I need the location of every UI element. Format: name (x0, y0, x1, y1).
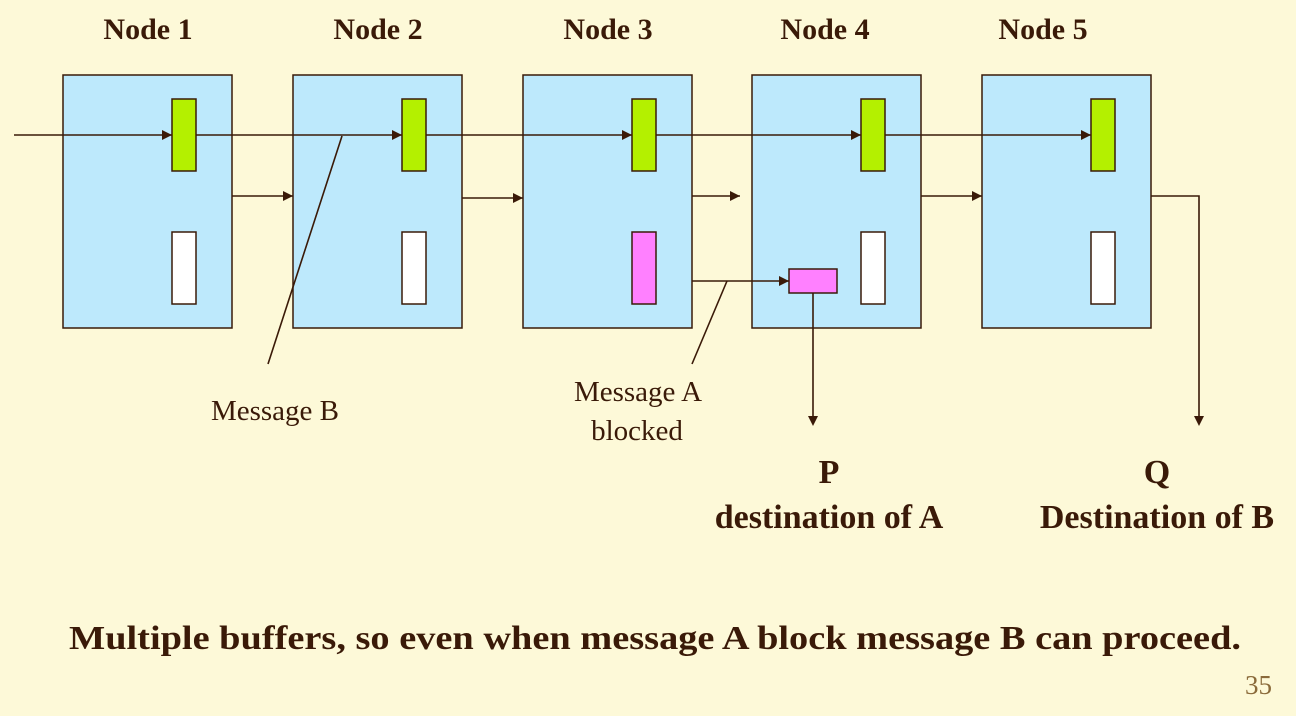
message-b-exit-path (1151, 195, 1204, 426)
destination-p-letter: P (819, 454, 840, 491)
node-4-upper-buffer (860, 98, 886, 172)
node-3-title: Node 3 (563, 13, 652, 46)
node-5-title: Node 5 (998, 13, 1087, 46)
node-2-lower-buffer (401, 231, 427, 305)
node-1-box (62, 74, 233, 329)
message-a-label-line1: Message A (574, 376, 702, 408)
node-4-title: Node 4 (780, 13, 869, 46)
destination-p-text: destination of A (715, 499, 944, 536)
node-4-message-a-buffer (788, 268, 838, 294)
slide-caption: Multiple buffers, so even when message A… (69, 620, 1241, 657)
node-3-box (522, 74, 693, 329)
node-2-box (292, 74, 463, 329)
node-3-lower-buffer-message-a (631, 231, 657, 305)
node-5-lower-buffer (1090, 231, 1116, 305)
node-4-lower-buffer (860, 231, 886, 305)
node-1-lower-buffer (171, 231, 197, 305)
node-2-upper-buffer (401, 98, 427, 172)
inter-node-links (232, 191, 982, 203)
message-a-pointer (691, 280, 728, 365)
destination-q-text: Destination of B (1040, 499, 1274, 536)
node-1-title: Node 1 (103, 13, 192, 46)
node-3-upper-buffer (631, 98, 657, 172)
message-b-pointer (267, 135, 343, 365)
node-5-box (981, 74, 1152, 329)
destination-q-letter: Q (1144, 454, 1170, 491)
message-a-label-line2: blocked (591, 415, 683, 447)
node-2-title: Node 2 (333, 13, 422, 46)
message-b-path (14, 130, 1091, 140)
message-b-label: Message B (211, 395, 339, 427)
node-1-upper-buffer (171, 98, 197, 172)
message-a-path (692, 276, 818, 426)
page-number: 35 (1245, 670, 1272, 700)
node-5-upper-buffer (1090, 98, 1116, 172)
